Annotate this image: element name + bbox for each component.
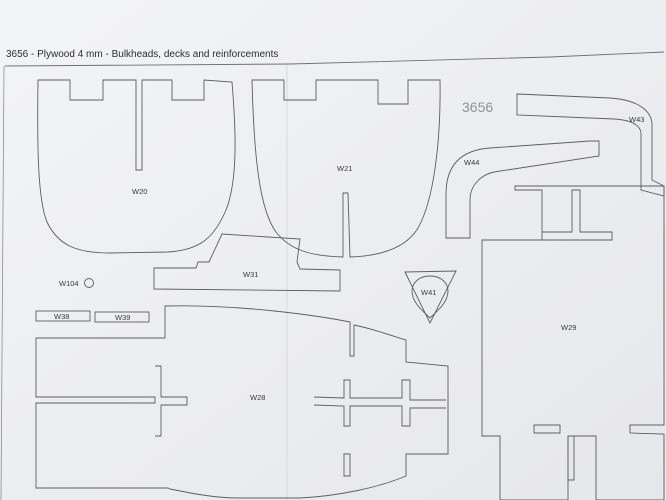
part-w41 (404, 270, 457, 325)
part-w41-inner (411, 275, 449, 319)
sheet-title: 3656 - Plywood 4 mm - Bulkheads, decks a… (6, 49, 278, 60)
label-w20: W20 (132, 187, 147, 196)
label-w31: W31 (243, 270, 258, 279)
part-w29 (481, 185, 665, 500)
part-w28-slot-a (155, 365, 188, 437)
part-w28-slot-b (313, 379, 446, 401)
label-w38: W38 (54, 312, 69, 321)
part-w39 (94, 311, 150, 323)
label-w104: W104 (59, 279, 79, 288)
part-w28 (35, 305, 449, 499)
label-w43: W43 (629, 115, 644, 124)
part-w104 (84, 278, 94, 288)
label-w28: W28 (250, 393, 265, 402)
part-w31 (153, 233, 341, 292)
sheet-left-edge (0, 65, 5, 500)
part-w28-slot-d (343, 453, 351, 477)
part-w44 (445, 140, 600, 239)
label-w39: W39 (115, 313, 130, 322)
part-w20 (37, 79, 236, 254)
sheet-number-mark: 3656 (462, 99, 493, 115)
label-w41: W41 (421, 288, 436, 297)
part-w29-tab-a (542, 189, 613, 241)
part-w29-tab-b (533, 424, 561, 434)
part-w21 (251, 79, 441, 258)
label-w29: W29 (561, 323, 576, 332)
part-w38 (35, 310, 91, 322)
sheet-border (4, 51, 665, 67)
label-w44: W44 (464, 158, 479, 167)
label-w21: W21 (337, 164, 352, 173)
part-w28-slot-c (313, 404, 446, 427)
part-w29-tab-c (567, 436, 575, 481)
